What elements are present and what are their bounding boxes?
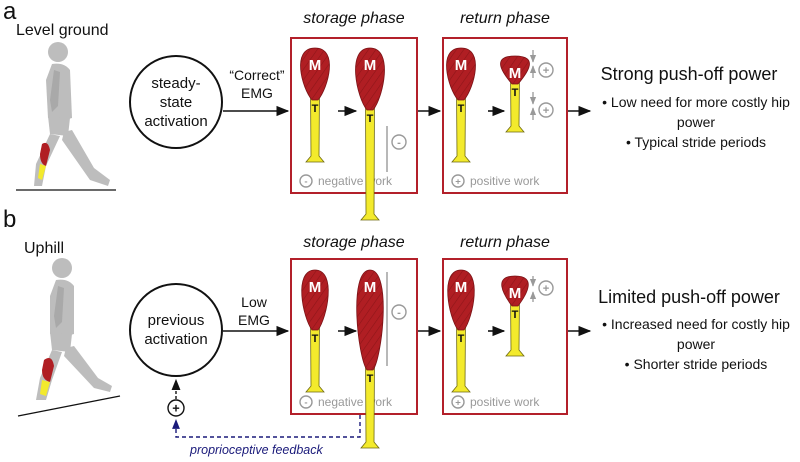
tendon-label: T (367, 373, 374, 385)
tendon-label: T (512, 309, 519, 321)
plus-symbol-b-return: + (538, 280, 554, 296)
muscle-label: M (509, 65, 522, 82)
panel-b-emg-label: Low EMG (238, 294, 270, 328)
tendon-label: T (458, 103, 465, 115)
muscle-label: M (455, 279, 468, 296)
svg-text:+: + (543, 283, 550, 295)
panel-b-source-text: previous activation (144, 312, 208, 348)
panel-a-return-box (442, 37, 568, 194)
feedback-loop-path (172, 415, 361, 438)
svg-text:-: - (304, 176, 307, 187)
panel-a-outcome-item: • Low need for more costly hip power (602, 94, 790, 130)
walking-figure-level (16, 42, 116, 191)
panel-a-storage-box (290, 37, 418, 194)
tendon-label: T (312, 333, 319, 345)
plus-symbol-b-work: + (451, 395, 465, 409)
panel-b-outcome-title: Limited push-off power (598, 287, 780, 307)
panel-a-emg-label: “Correct” EMG (229, 67, 285, 101)
panel-b-storage-title: storage phase (303, 234, 405, 251)
panel-b-return-box (442, 258, 568, 415)
tendon-label: T (512, 87, 519, 99)
panel-b-outcome-item: • Increased need for costly hip power (602, 316, 790, 352)
svg-text:-: - (397, 307, 401, 319)
plus-symbol-a-work: + (451, 174, 465, 188)
muscle-tendon-unit-b-stretched: MT (356, 269, 384, 449)
muscle-label: M (509, 285, 522, 302)
walking-figure-uphill (17, 258, 121, 417)
plus-symbol-a-return-2: + (538, 102, 554, 118)
minus-symbol-a-work: - (299, 174, 313, 188)
feedback-plus-symbol: + (167, 399, 185, 417)
svg-text:+: + (455, 397, 461, 408)
panel-b-outcome-list: • Increased need for costly hip power • … (596, 314, 796, 374)
panel-a-return-title: return phase (460, 10, 550, 27)
panel-a-source-circle: steady-state activation (129, 55, 223, 149)
svg-text:-: - (304, 397, 307, 408)
panel-b-letter: b (3, 206, 17, 233)
panel-a-return-work: positive work (470, 174, 540, 188)
muscle-label: M (364, 57, 377, 74)
panel-a-storage-title: storage phase (303, 10, 405, 27)
minus-symbol-b-storage: - (391, 304, 407, 320)
muscle-tendon-unit-b-return-initial: MT (447, 269, 475, 393)
muscle-tendon-unit-a-shortened: MT (500, 55, 530, 133)
svg-text:+: + (543, 65, 550, 77)
tendon-label: T (367, 113, 374, 125)
muscle-label: M (455, 57, 468, 74)
svg-text:+: + (455, 176, 461, 187)
panel-a-outcome-title: Strong push-off power (600, 64, 778, 84)
panel-b-condition: Uphill (24, 240, 65, 257)
panel-b-outcome-item: • Shorter stride periods (624, 356, 768, 372)
muscle-tendon-unit-a-return-initial: MT (446, 47, 476, 163)
panel-b-return-work: positive work (470, 395, 540, 409)
muscle-tendon-unit-a-initial: MT (300, 47, 330, 163)
proprioceptive-feedback-label: proprioceptive feedback (190, 443, 323, 457)
panel-a-outcome-list: • Low need for more costly hip power • T… (596, 92, 796, 152)
svg-text:-: - (397, 137, 401, 149)
plus-symbol-a-return-1: + (538, 62, 554, 78)
panel-b-return-title: return phase (460, 234, 550, 251)
svg-text:+: + (543, 105, 550, 117)
svg-text:+: + (172, 400, 179, 415)
muscle-tendon-unit-a-stretched: MT (355, 47, 385, 221)
minus-symbol-b-work: - (299, 395, 313, 409)
panel-b-storage-box (290, 258, 418, 415)
tendon-label: T (312, 103, 319, 115)
muscle-tendon-unit-b-initial: MT (301, 269, 329, 393)
panel-a-letter: a (3, 0, 17, 25)
tendon-label: T (458, 333, 465, 345)
panel-a-condition: Level ground (16, 22, 109, 39)
minus-symbol-a-storage: - (391, 134, 407, 150)
muscle-label: M (364, 279, 377, 296)
muscle-label: M (309, 279, 322, 296)
panel-b-source-circle: previous activation (129, 283, 223, 377)
panel-a-outcome-item: • Typical stride periods (625, 134, 767, 150)
panel-a-source-text: steady-state activation (144, 74, 208, 130)
muscle-tendon-unit-b-shortened: MT (501, 275, 529, 357)
muscle-label: M (309, 57, 322, 74)
